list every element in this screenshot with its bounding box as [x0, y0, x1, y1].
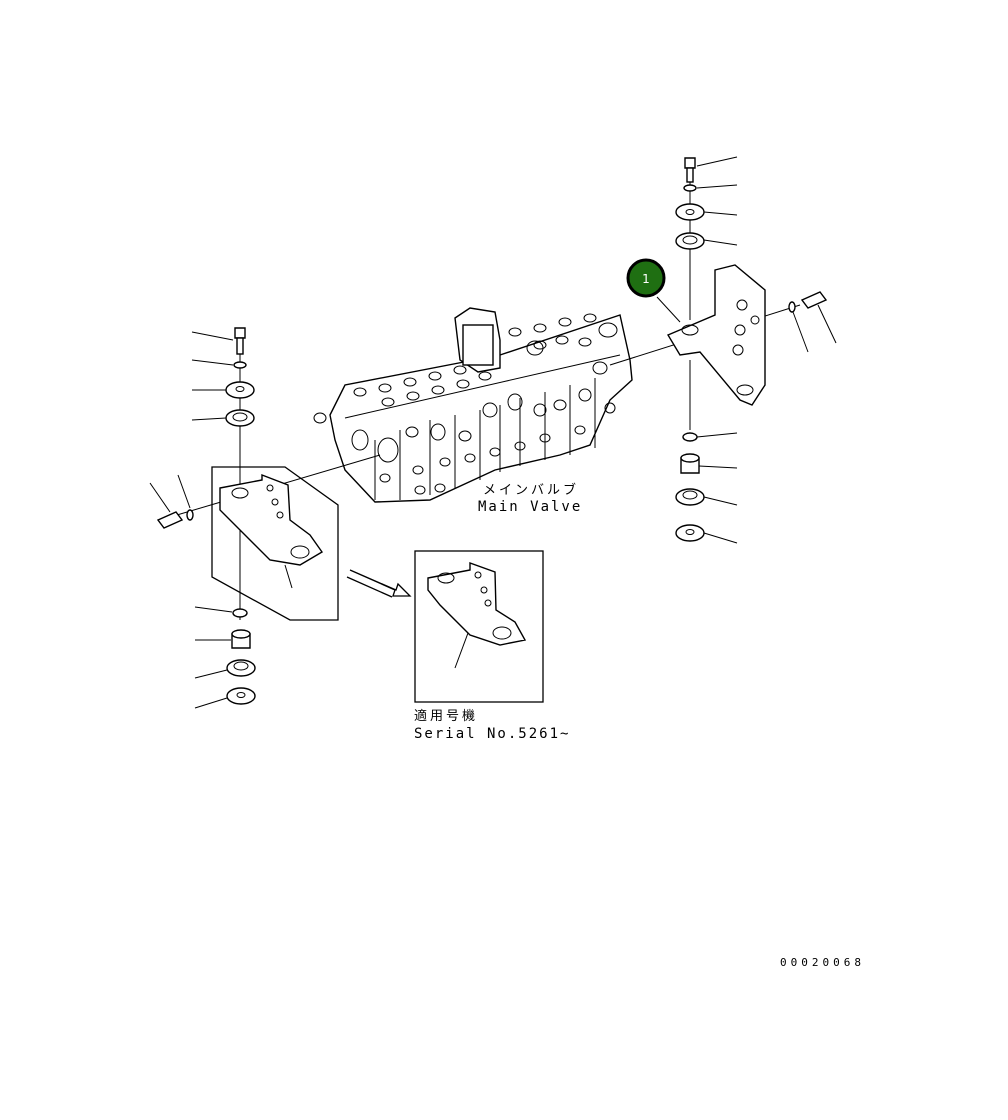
serial-note-en: Serial No.5261~	[414, 726, 570, 742]
detail-arrow	[346, 569, 412, 598]
callout-number: 1	[642, 272, 650, 286]
main-valve-assembly	[159, 304, 801, 521]
right-bracket-assembly	[656, 156, 837, 544]
document-number: 00020068	[780, 956, 865, 969]
callout-1[interactable]: 1	[626, 258, 666, 298]
main-valve-label-jp: メインバルブ	[483, 482, 579, 498]
serial-note-jp: 適用号機	[414, 708, 478, 724]
left-bracket-assembly	[149, 327, 339, 709]
detail-box	[414, 550, 544, 703]
main-valve-label-en: Main Valve	[478, 499, 582, 515]
